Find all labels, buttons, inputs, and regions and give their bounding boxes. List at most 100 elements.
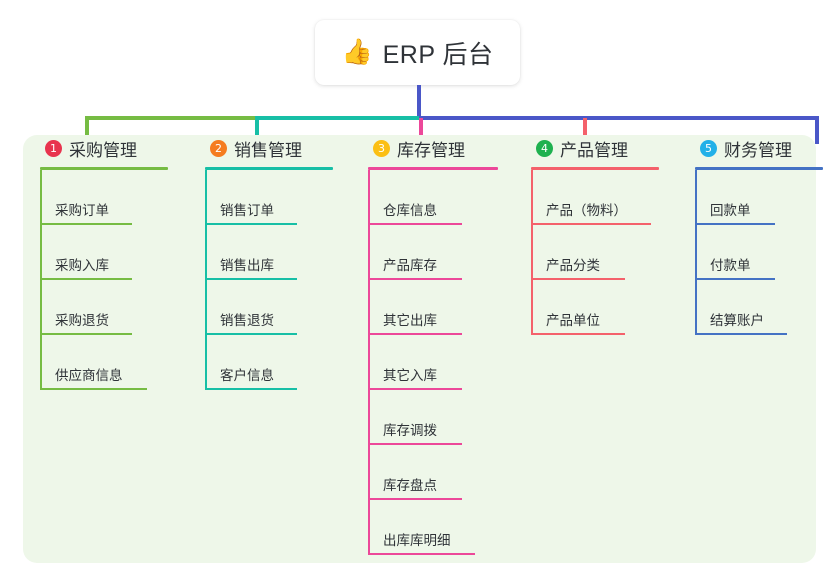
branch-item-underline <box>697 278 775 280</box>
branch-item[interactable]: 仓库信息 <box>368 170 498 225</box>
branch-item-underline <box>697 223 775 225</box>
branch-item-underline <box>533 223 651 225</box>
branch-item[interactable]: 出库库明细 <box>368 500 498 555</box>
branch-item-label: 采购订单 <box>55 203 109 218</box>
branch-title: 销售管理 <box>234 140 302 160</box>
branch-item[interactable]: 采购退货 <box>40 280 168 335</box>
branch-item[interactable]: 回款单 <box>695 170 823 225</box>
branch-underline <box>40 167 168 170</box>
bus-line-blue <box>419 116 819 120</box>
branch-header-5[interactable]: 5 财务管理 <box>695 135 823 161</box>
branch-drop-line-4 <box>583 118 587 144</box>
branch-item-underline <box>370 223 462 225</box>
branch-item-underline <box>207 388 297 390</box>
branch-item-underline <box>370 388 462 390</box>
branch-item-label: 销售退货 <box>220 313 274 328</box>
branch-item-label: 其它出库 <box>383 313 437 328</box>
branch-item-label: 产品（物料） <box>546 203 627 218</box>
branches-panel: 1 采购管理采购订单采购入库采购退货供应商信息 2 销售管理销售订单销售出库销售退货客… <box>23 135 823 563</box>
branch-number-badge: 1 <box>45 139 62 157</box>
bus-line-teal <box>255 116 421 120</box>
branch-header-1[interactable]: 1 采购管理 <box>40 135 168 161</box>
branch-item-underline <box>697 333 787 335</box>
branch-item-underline <box>42 333 132 335</box>
branch-item-label: 采购入库 <box>55 258 109 273</box>
branch-item[interactable]: 供应商信息 <box>40 335 168 390</box>
branch-item-underline <box>533 333 625 335</box>
branch-item[interactable]: 销售退货 <box>205 280 333 335</box>
branch-item[interactable]: 产品分类 <box>531 225 659 280</box>
thumbs-up-icon: 👍 <box>341 38 373 66</box>
branch-item[interactable]: 产品（物料） <box>531 170 659 225</box>
branch-item-label: 库存盘点 <box>383 478 437 493</box>
branch-item-underline <box>370 333 462 335</box>
branch-underline <box>531 167 659 170</box>
branch-underline <box>368 167 498 170</box>
branch-drop-line-2 <box>255 118 259 144</box>
branch-item-underline <box>207 333 297 335</box>
branch-drop-line-3 <box>419 118 423 144</box>
branch-item[interactable]: 其它入库 <box>368 335 498 390</box>
branch-title: 库存管理 <box>397 140 465 160</box>
branch-item[interactable]: 付款单 <box>695 225 823 280</box>
branch-number-badge: 2 <box>210 139 227 157</box>
branch-item[interactable]: 销售出库 <box>205 225 333 280</box>
branch-header-3[interactable]: 3 库存管理 <box>368 135 498 161</box>
branch-item[interactable]: 销售订单 <box>205 170 333 225</box>
bus-line-green <box>85 116 257 120</box>
branch-item-underline <box>370 553 475 555</box>
branch-drop-line-1 <box>85 118 89 144</box>
branch-item-list: 回款单付款单结算账户 <box>695 170 823 335</box>
branch-item-underline <box>370 278 462 280</box>
branch-item-list: 仓库信息产品库存其它出库其它入库库存调拨库存盘点出库库明细 <box>368 170 498 555</box>
branch-column-1: 1 采购管理采购订单采购入库采购退货供应商信息 <box>40 135 168 390</box>
branch-underline <box>695 167 823 170</box>
branch-item-underline <box>42 223 132 225</box>
branch-column-3: 3 库存管理仓库信息产品库存其它出库其它入库库存调拨库存盘点出库库明细 <box>368 135 498 555</box>
branch-item-label: 销售出库 <box>220 258 274 273</box>
root-node-card[interactable]: 👍 ERP 后台 <box>315 20 520 85</box>
branch-item-label: 销售订单 <box>220 203 274 218</box>
branch-item[interactable]: 库存盘点 <box>368 445 498 500</box>
branch-number-badge: 5 <box>700 139 717 157</box>
branch-column-5: 5 财务管理回款单付款单结算账户 <box>695 135 823 335</box>
branch-item-label: 回款单 <box>710 203 751 218</box>
branch-item-list: 产品（物料） 产品分类产品单位 <box>531 170 659 335</box>
branch-item[interactable]: 采购订单 <box>40 170 168 225</box>
branch-item[interactable]: 其它出库 <box>368 280 498 335</box>
branch-title: 财务管理 <box>724 140 792 160</box>
branch-item-underline <box>370 443 462 445</box>
branch-item-label: 出库库明细 <box>383 533 451 548</box>
branch-item[interactable]: 结算账户 <box>695 280 823 335</box>
branch-item-underline <box>42 278 132 280</box>
branch-item-label: 产品单位 <box>546 313 600 328</box>
branch-item[interactable]: 库存调拨 <box>368 390 498 445</box>
branch-item-underline <box>207 278 297 280</box>
branch-title: 采购管理 <box>69 140 137 160</box>
branch-header-4[interactable]: 4 产品管理 <box>531 135 659 161</box>
branch-item[interactable]: 客户信息 <box>205 335 333 390</box>
branch-item-label: 仓库信息 <box>383 203 437 218</box>
branch-item-label: 产品分类 <box>546 258 600 273</box>
branch-title: 产品管理 <box>560 140 628 160</box>
branch-column-2: 2 销售管理销售订单销售出库销售退货客户信息 <box>205 135 333 390</box>
branch-header-2[interactable]: 2 销售管理 <box>205 135 333 161</box>
branch-item-label: 产品库存 <box>383 258 437 273</box>
branch-item-label: 供应商信息 <box>55 368 123 383</box>
branch-item[interactable]: 采购入库 <box>40 225 168 280</box>
branch-item[interactable]: 产品库存 <box>368 225 498 280</box>
branch-item-label: 其它入库 <box>383 368 437 383</box>
branch-item[interactable]: 产品单位 <box>531 280 659 335</box>
branch-item-list: 销售订单销售出库销售退货客户信息 <box>205 170 333 390</box>
branch-number-badge: 4 <box>536 139 553 157</box>
branch-item-list: 采购订单采购入库采购退货供应商信息 <box>40 170 168 390</box>
branch-number-badge: 3 <box>373 139 390 157</box>
branch-item-label: 库存调拨 <box>383 423 437 438</box>
branch-column-4: 4 产品管理产品（物料） 产品分类产品单位 <box>531 135 659 335</box>
branch-item-label: 采购退货 <box>55 313 109 328</box>
branch-item-underline <box>370 498 462 500</box>
branch-item-underline <box>42 388 147 390</box>
branch-item-label: 结算账户 <box>710 313 764 328</box>
branch-item-label: 付款单 <box>710 258 751 273</box>
